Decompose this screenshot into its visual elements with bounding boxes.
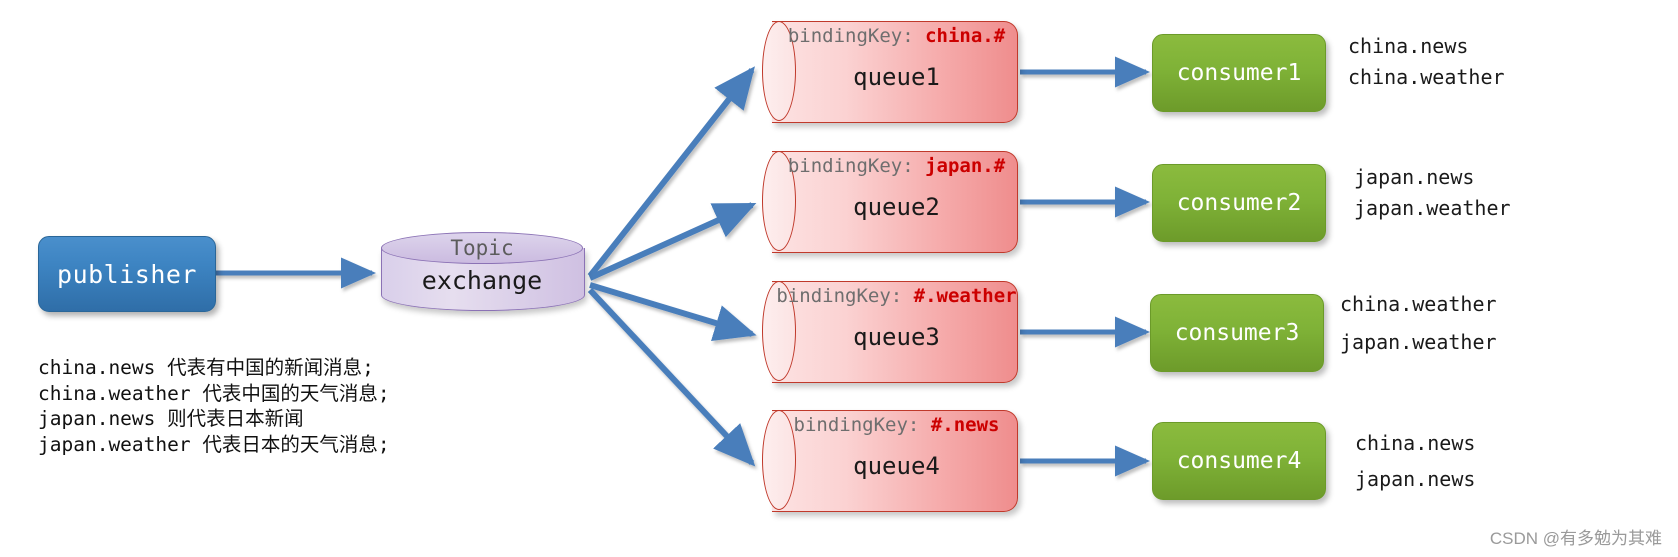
queue-cylinder-cap xyxy=(762,410,796,510)
queue-binding-key-1: bindingKey: china.# xyxy=(776,25,1017,47)
queue-cylinder-body xyxy=(772,151,1018,253)
exchange-cylinder-top xyxy=(381,232,583,264)
queue-binding-key-4: bindingKey: #.news xyxy=(776,414,1017,436)
watermark: CSDN @有多勉为其难 xyxy=(1489,529,1662,548)
arrow-exchange-to-queue1 xyxy=(587,66,755,278)
consumer-label-3: consumer3 xyxy=(1174,320,1300,346)
binding-key-prefix: bindingKey: xyxy=(787,155,926,177)
route-label: china.weather xyxy=(1340,292,1497,316)
consumer-routes-2: japan.news japan.weather xyxy=(1354,162,1511,224)
queue-binding-key-2: bindingKey: japan.# xyxy=(776,155,1017,177)
arrow-exchange-to-queue3 xyxy=(589,282,757,342)
route-label: japan.weather xyxy=(1340,330,1497,354)
legend-line-2: china.weather 代表中国的天气消息; xyxy=(38,381,390,405)
route-label: japan.news xyxy=(1354,165,1475,189)
binding-key-value: china.# xyxy=(925,25,1006,47)
binding-key-prefix: bindingKey: xyxy=(787,25,926,47)
exchange-type-label: Topic xyxy=(450,236,514,260)
consumer-label-4: consumer4 xyxy=(1176,448,1302,474)
legend-line-4: japan.weather 代表日本的天气消息; xyxy=(38,432,390,456)
route-label: japan.weather xyxy=(1354,196,1511,220)
binding-key-prefix: bindingKey: xyxy=(793,414,931,436)
queue-name-2: queue2 xyxy=(853,193,940,221)
binding-key-value: japan.# xyxy=(925,155,1006,177)
queue-name-3: queue3 xyxy=(853,323,940,351)
queue-name-4: queue4 xyxy=(853,452,940,480)
consumer-routes-1: china.news china.weather xyxy=(1348,31,1505,93)
route-label: china.news xyxy=(1355,431,1476,455)
consumer-routes-4: china.news japan.news xyxy=(1355,425,1475,497)
arrow-exchange-to-queue4 xyxy=(587,287,756,467)
binding-key-value: #.news xyxy=(930,414,1000,436)
consumer-node-1[interactable]: consumer1 xyxy=(1152,34,1326,112)
publisher-node[interactable]: publisher xyxy=(38,236,216,312)
legend-line-3: japan.news 则代表日本新闻 xyxy=(38,407,304,430)
publisher-label: publisher xyxy=(57,259,197,289)
consumer-label-1: consumer1 xyxy=(1176,60,1302,86)
queue-name-1: queue1 xyxy=(853,63,940,91)
binding-key-prefix: bindingKey: xyxy=(776,285,914,307)
queue-cylinder-body xyxy=(772,281,1018,383)
route-label: japan.news xyxy=(1355,467,1476,491)
arrow-exchange-to-queue2 xyxy=(588,202,757,281)
queue-cylinder-cap xyxy=(762,281,796,381)
legend-line-1: china.news 代表有中国的新闻消息; xyxy=(38,356,374,379)
queue-cylinder-body xyxy=(772,21,1018,123)
queue-cylinder-cap xyxy=(762,21,796,121)
queue-node-4[interactable]: bindingKey: #.news queue4 xyxy=(762,410,1018,512)
consumer-routes-3: china.weather japan.weather xyxy=(1340,285,1497,361)
queue-node-1[interactable]: bindingKey: china.# queue1 xyxy=(762,21,1018,123)
exchange-node[interactable]: Topic exchange xyxy=(381,232,585,312)
consumer-node-4[interactable]: consumer4 xyxy=(1152,422,1326,500)
exchange-label: exchange xyxy=(421,266,543,295)
consumer-label-2: consumer2 xyxy=(1176,190,1302,216)
legend-block: china.news 代表有中国的新闻消息; china.weather 代表中… xyxy=(38,355,390,457)
queue-binding-key-3: bindingKey: #.weather xyxy=(776,285,1017,307)
queue-node-3[interactable]: bindingKey: #.weather queue3 xyxy=(762,281,1018,383)
queue-cylinder-cap xyxy=(762,151,796,251)
binding-key-value: #.weather xyxy=(913,285,1017,307)
consumer-node-2[interactable]: consumer2 xyxy=(1152,164,1326,242)
route-label: china.weather xyxy=(1348,65,1505,89)
queue-node-2[interactable]: bindingKey: japan.# queue2 xyxy=(762,151,1018,253)
consumer-node-3[interactable]: consumer3 xyxy=(1150,294,1324,372)
queue-cylinder-body xyxy=(772,410,1018,512)
route-label: china.news xyxy=(1348,34,1469,58)
